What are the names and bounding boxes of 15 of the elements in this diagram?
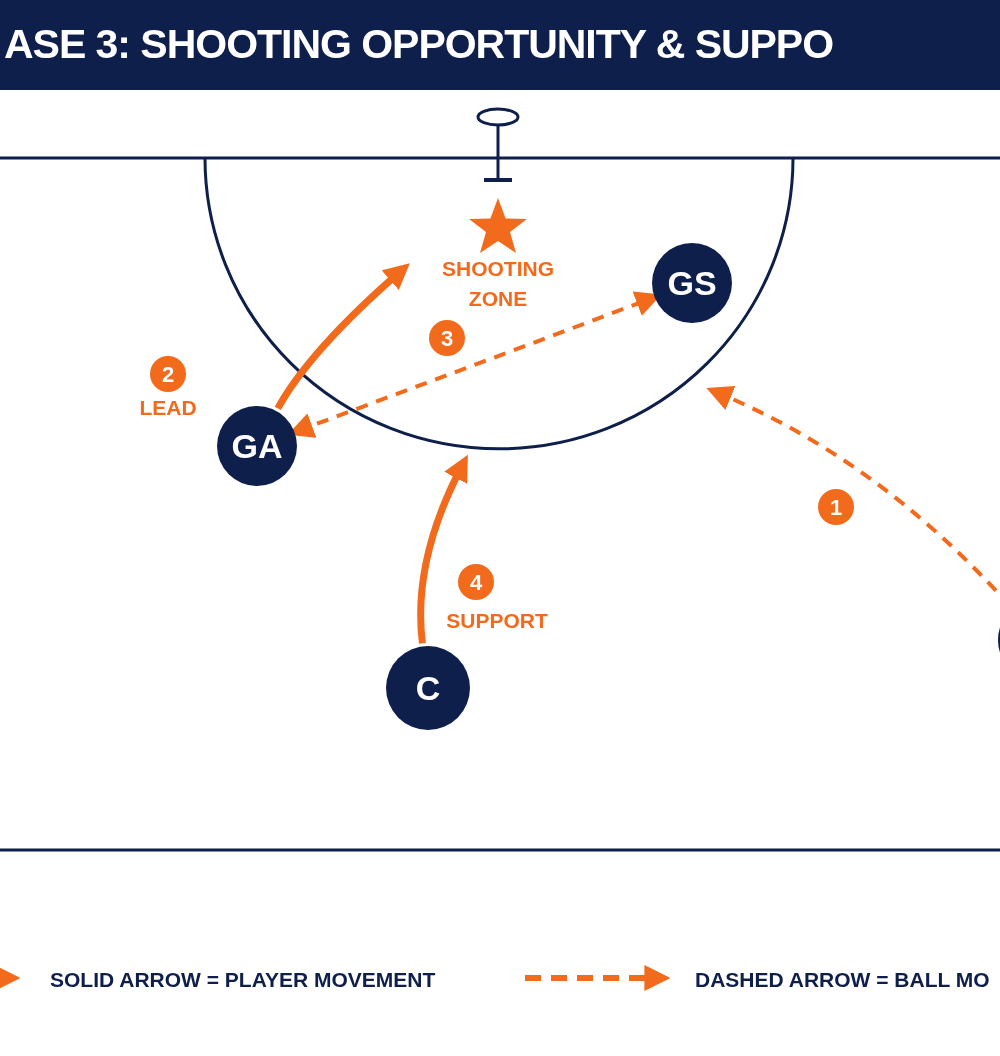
step-number: 4 [458, 564, 494, 600]
arrow [274, 263, 410, 411]
player-label: C [415, 671, 441, 705]
player-label: GS [667, 266, 717, 300]
legend-text: DASHED ARROW = BALL MO [695, 967, 990, 993]
step-number: 3 [429, 320, 465, 356]
legend-text: SOLID ARROW = PLAYER MOVEMENT [50, 967, 436, 993]
player-label: GA [231, 429, 283, 463]
arrow [417, 454, 468, 644]
title: ASE 3: SHOOTING OPPORTUNITY & SUPPO [4, 20, 834, 70]
annotation: SUPPORT [445, 608, 549, 634]
step-number: 2 [150, 356, 186, 392]
annotation: SHOOTING ZONE [441, 256, 555, 312]
step-number: 1 [818, 489, 854, 525]
annotation: LEAD [138, 395, 198, 421]
